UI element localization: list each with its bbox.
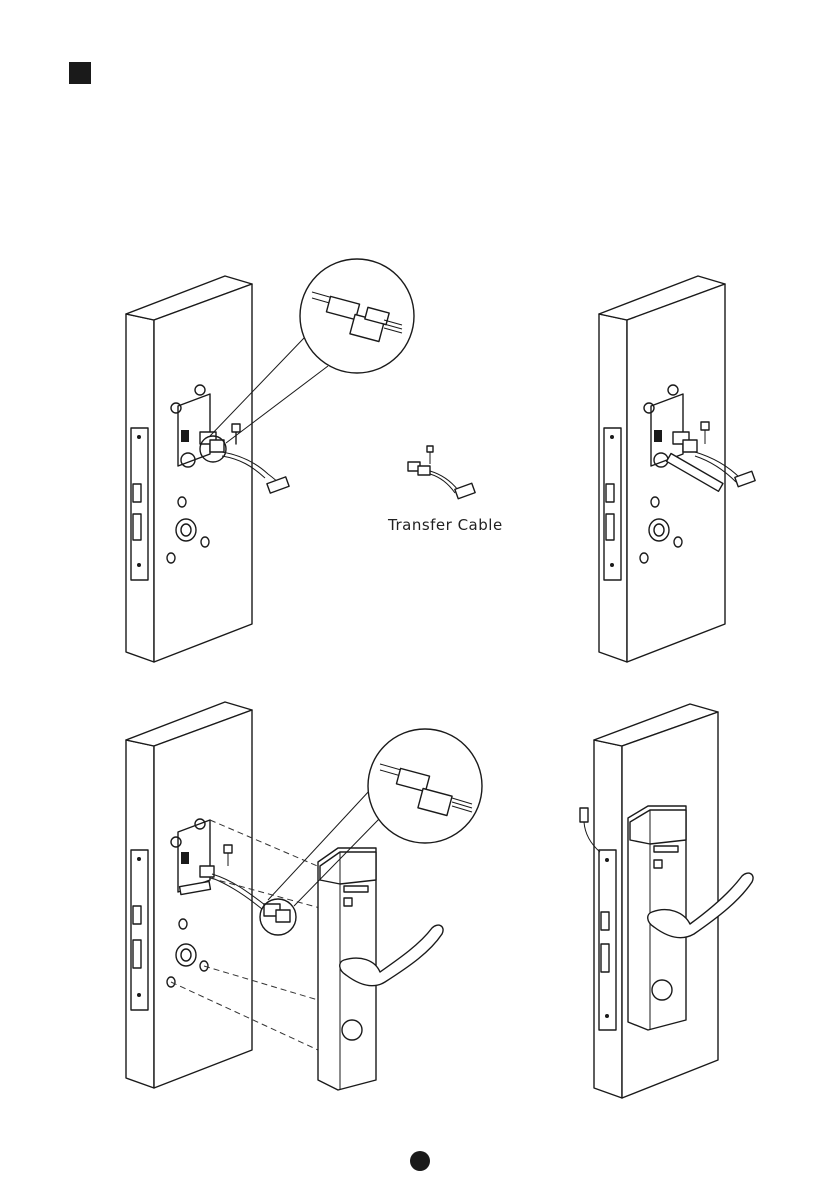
transfer-cable-caption: Transfer Cable [388, 516, 503, 534]
page-indicator-dot [410, 1151, 430, 1171]
door-figure-bottom-left [126, 702, 482, 1090]
door-figure-top-right [599, 276, 755, 662]
door-figure-top-left [126, 259, 414, 662]
transfer-cable-figure [408, 446, 475, 499]
door-figure-bottom-right [580, 704, 753, 1098]
